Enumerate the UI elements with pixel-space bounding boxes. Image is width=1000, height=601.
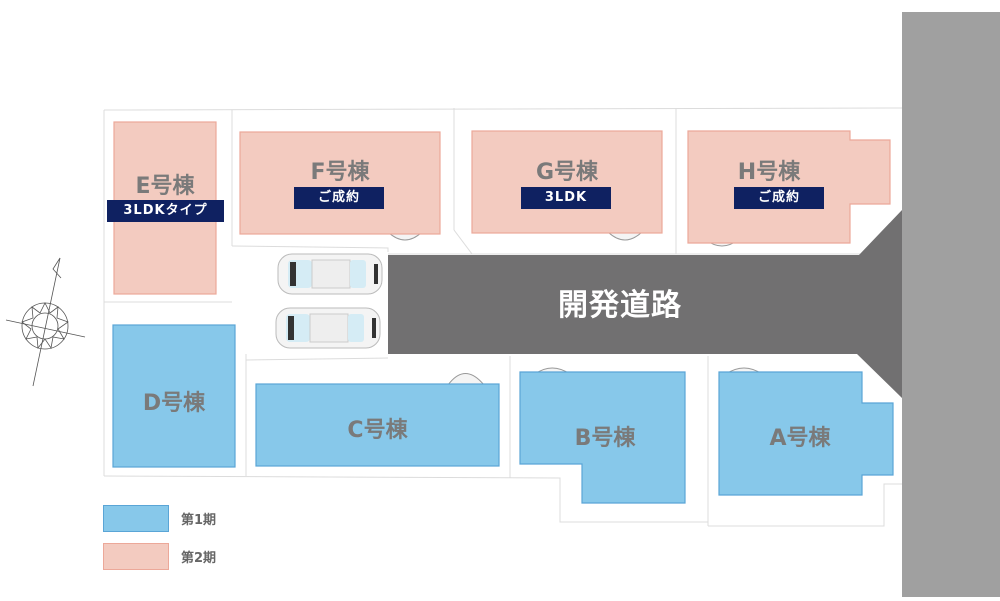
lot-d-building <box>112 324 236 468</box>
lot-b-label: B号棟 <box>574 426 636 451</box>
lot-g-building <box>471 130 663 234</box>
development-road-label: 開発道路 <box>558 288 682 323</box>
legend-phase2: 第2期 <box>103 543 216 570</box>
phase1-buildings <box>112 324 894 504</box>
lot-a-building <box>718 371 894 496</box>
lot-f-label: F号棟 <box>310 160 370 185</box>
lot-g-badge: 3LDK <box>521 187 611 209</box>
lot-f-badge: ご成約 <box>294 187 384 209</box>
lot-b-building <box>519 371 686 504</box>
lot-h-label: H号棟 <box>737 160 801 185</box>
north-arrow-compass-icon <box>5 257 86 387</box>
car-icon <box>277 253 383 295</box>
lot-e-badge: 3LDKタイプ <box>107 200 224 222</box>
lot-f-building <box>239 131 441 235</box>
legend-label-phase1: 第1期 <box>181 513 217 528</box>
lot-d-label: D号棟 <box>142 391 206 416</box>
car-icon <box>275 307 381 349</box>
legend-label-phase2: 第2期 <box>181 551 217 566</box>
public-road <box>902 12 1000 597</box>
legend-phase1: 第1期 <box>103 505 216 532</box>
lot-g-label: G号棟 <box>535 160 599 185</box>
legend-swatch-phase1 <box>103 505 169 532</box>
lot-c-label: C号棟 <box>347 418 408 443</box>
lot-a-label: A号棟 <box>769 426 831 451</box>
legend-swatch-phase2 <box>103 543 169 570</box>
development-road <box>388 210 902 398</box>
lot-boundaries <box>103 107 903 527</box>
lot-e-label: E号棟 <box>135 174 195 199</box>
lot-h-badge: ご成約 <box>734 187 824 209</box>
lot-c-building <box>255 383 500 467</box>
